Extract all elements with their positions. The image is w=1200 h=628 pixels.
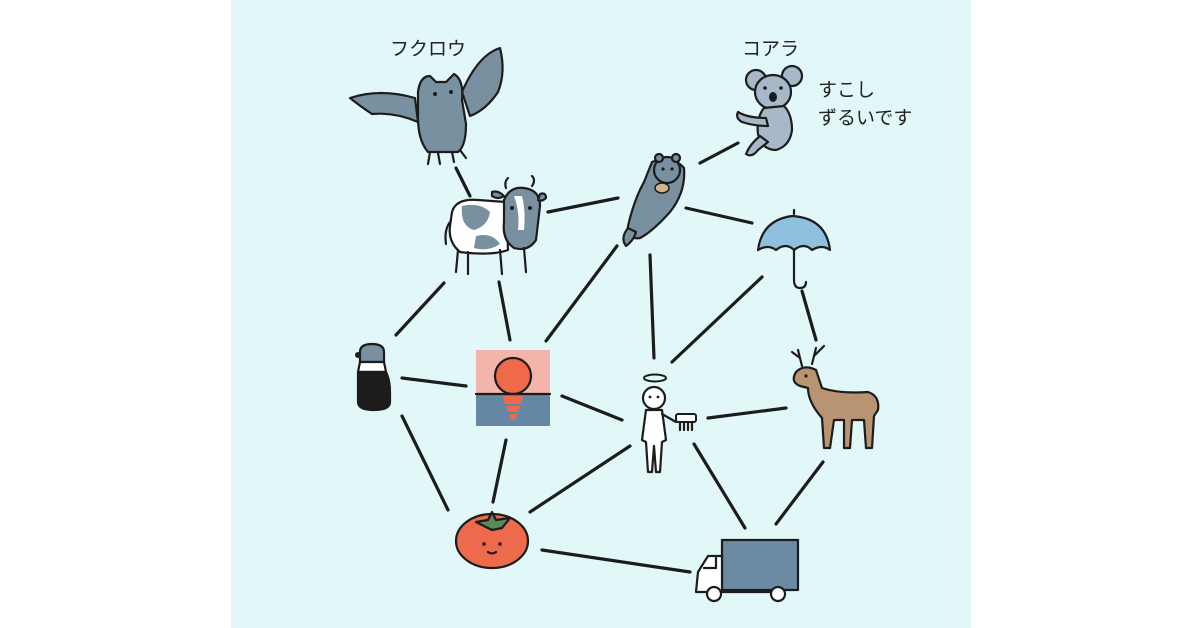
edge-otter-angel bbox=[648, 253, 656, 360]
sea-otter-icon bbox=[622, 152, 686, 248]
koala-note-line1: すこし bbox=[818, 79, 875, 101]
edge-otter-sunset bbox=[544, 244, 619, 343]
edge-angel-deer bbox=[706, 406, 788, 420]
cow-icon bbox=[444, 174, 548, 276]
soy-sauce-bottle-icon bbox=[355, 342, 392, 412]
edge-cow-soy bbox=[394, 281, 446, 337]
edge-soy-tomato bbox=[400, 414, 450, 512]
koala-label: コアラ bbox=[742, 38, 799, 60]
edge-tomato-truck bbox=[540, 548, 692, 574]
koala-note-line2: ずるいです bbox=[818, 107, 912, 129]
koala-icon bbox=[736, 64, 804, 157]
edge-owl-cow bbox=[454, 166, 472, 198]
edge-sunset-angel bbox=[560, 394, 624, 422]
connection-lines bbox=[394, 141, 825, 574]
edge-soy-sunset bbox=[400, 376, 468, 388]
edge-umbrella-angel bbox=[670, 275, 764, 364]
deer-icon bbox=[790, 344, 880, 450]
angel-person-with-comb-icon bbox=[640, 373, 697, 474]
edge-koala-otter bbox=[698, 141, 740, 165]
edge-sunset-tomato bbox=[491, 438, 508, 504]
sunset-over-sea-icon bbox=[474, 350, 552, 426]
tomato-icon bbox=[454, 510, 530, 570]
edge-otter-umbrella bbox=[684, 206, 754, 225]
illustration-background bbox=[231, 0, 971, 628]
truck-icon bbox=[694, 538, 800, 603]
edge-angel-truck bbox=[692, 442, 747, 530]
edge-cow-sunset bbox=[497, 280, 512, 342]
edge-angel-tomato bbox=[528, 444, 632, 514]
edge-umbrella-deer bbox=[800, 289, 818, 342]
edge-deer-truck bbox=[774, 460, 825, 526]
owl-label: フクロウ bbox=[390, 38, 466, 60]
umbrella-icon bbox=[756, 208, 832, 290]
owl-icon bbox=[348, 46, 504, 166]
edge-cow-otter bbox=[546, 196, 620, 214]
